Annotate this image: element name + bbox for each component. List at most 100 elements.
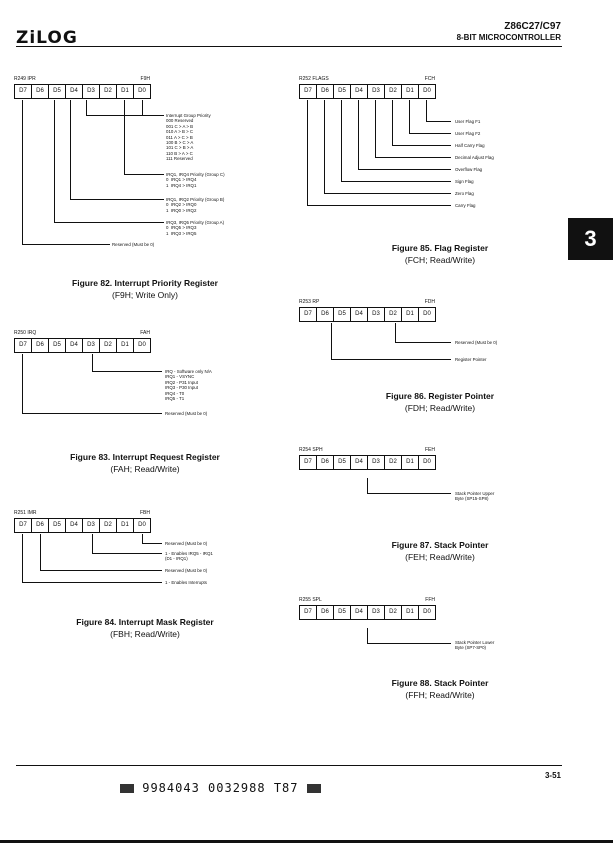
figure-84-subtitle: (FBH; Read/Write) <box>110 629 180 639</box>
imr-reserved2-label: Reserved (Must be 0) <box>165 568 208 573</box>
figure-88-subtitle: (FFH; Read/Write) <box>405 690 475 700</box>
bit-cell-d0: D0 <box>138 522 146 528</box>
figure-86-subtitle: (FDH; Read/Write) <box>404 403 476 413</box>
figure-83-title: Figure 83. Interrupt Request Register <box>70 452 220 462</box>
register-address: FBH <box>140 510 150 516</box>
irq-sources-label: IRQ - Software only N/A IRQ1 - VSYNC IRQ… <box>165 369 212 402</box>
rp-pointer-label: Register Pointer <box>455 357 487 362</box>
sph-label: Stack Pointer Upper Byte (SP15-SP8) <box>455 491 495 502</box>
page-number: 3-51 <box>544 771 561 780</box>
bit-cell-d3: D3 <box>368 308 385 321</box>
bit-cell-d0: D0 <box>423 459 431 465</box>
figure-82-subtitle: (F9H; Write Only) <box>112 290 178 300</box>
barcode-mark-icon <box>306 784 321 793</box>
flag-label: Carry Flag <box>455 203 476 208</box>
zilog-logo: ZiLOG <box>16 28 78 48</box>
bit-cell-d7: D7 <box>15 339 32 352</box>
bit-cell-d6: D6 <box>317 456 334 469</box>
bit-cell-d0: D0 <box>138 88 146 94</box>
register-name: R252 FLAGS <box>299 76 329 82</box>
ipr-group-b-label: IRQ1, IRQ2 Priority (Group B) 0 IRQ2 > I… <box>166 197 225 213</box>
figure-88-title: Figure 88. Stack Pointer <box>391 678 489 688</box>
bit-cell-d2: D2 <box>385 308 402 321</box>
bit-cell-d0: D0 <box>423 88 431 94</box>
bit-cell-d7: D7 <box>300 606 317 619</box>
bit-cell-d7: D7 <box>300 85 317 98</box>
part-subtitle: 8-BIT MICROCONTROLLER <box>456 33 561 42</box>
bit-cell-d0: D0 <box>423 609 431 615</box>
irq-reserved-label: Reserved (Must be 0) <box>165 411 208 416</box>
figure-82-title: Figure 82. Interrupt Priority Register <box>72 278 218 288</box>
spl-label: Stack Pointer Lower Byte (SP7-SP0) <box>455 640 495 651</box>
bit-cell-d5: D5 <box>334 85 351 98</box>
bit-cell-d6: D6 <box>317 85 334 98</box>
rp-reserved-label: Reserved (Must be 0) <box>455 340 498 345</box>
register-name: R254 SPH <box>299 447 323 453</box>
header-part-info: Z86C27/C97 8-BIT MICROCONTROLLER <box>457 21 561 43</box>
bit-cell-d6: D6 <box>317 308 334 321</box>
register-address: FEH <box>425 447 435 453</box>
barcode-line: 9984043 0032988 T87 <box>120 781 321 795</box>
bit-cell-d7: D7 <box>15 519 32 532</box>
ipr-reserved-label: Reserved (Must be 0) <box>112 242 155 247</box>
bit-cell-d2: D2 <box>385 85 402 98</box>
bit-cell-d1: D1 <box>402 308 419 321</box>
ipr-group-priority-label: Interrupt Group Priority 000 Reserved 00… <box>166 113 211 162</box>
bit-cell-d5: D5 <box>49 339 66 352</box>
bit-cell-d1: D1 <box>402 85 419 98</box>
part-number: Z86C27/C97 <box>504 21 561 32</box>
bit-cell-d3: D3 <box>83 339 100 352</box>
bit-cell-d5: D5 <box>334 308 351 321</box>
bit-cell-d4: D4 <box>351 85 368 98</box>
barcode-mark-icon <box>120 784 134 793</box>
figure-85-title: Figure 85. Flag Register <box>391 243 489 253</box>
bit-cell-d4: D4 <box>351 606 368 619</box>
register-name: R255 SPL <box>299 597 322 603</box>
figure-87-subtitle: (FEH; Read/Write) <box>405 552 475 562</box>
bit-cell-d5: D5 <box>49 85 66 98</box>
bit-cell-d3: D3 <box>368 456 385 469</box>
bit-cell-d1: D1 <box>117 519 134 532</box>
bit-cell-d0: D0 <box>138 342 146 348</box>
flag-label: Sign Flag <box>455 179 474 184</box>
bit-cell-d3: D3 <box>83 85 100 98</box>
bit-cell-d4: D4 <box>66 85 83 98</box>
flag-label: User Flag F2 <box>455 131 481 136</box>
footer-rule <box>16 765 562 766</box>
flag-label: Half Carry Flag <box>455 143 485 148</box>
figure-84-title: Figure 84. Interrupt Mask Register <box>76 617 214 627</box>
bit-cell-d1: D1 <box>402 456 419 469</box>
flag-label: Decimal Adjust Flag <box>455 155 494 160</box>
imr-enables-label: 1 - Enables IRQ5 - IRQ1 (D1 - IRQ1) <box>165 551 213 562</box>
bit-cell-d7: D7 <box>15 85 32 98</box>
bit-cell-d2: D2 <box>100 519 117 532</box>
imr-enable-interrupts-label: 1 - Enables Interrupts <box>165 580 207 585</box>
figure-87-title: Figure 87. Stack Pointer <box>391 540 489 550</box>
bit-cell-d3: D3 <box>368 606 385 619</box>
bit-cell-d7: D7 <box>300 456 317 469</box>
register-address: FCH <box>424 76 435 82</box>
bit-cell-d1: D1 <box>402 606 419 619</box>
bit-cell-d4: D4 <box>66 339 83 352</box>
header-rule <box>16 46 562 47</box>
bit-cell-d5: D5 <box>49 519 66 532</box>
register-name: R253 RP <box>299 299 320 305</box>
bit-cell-d4: D4 <box>351 456 368 469</box>
flag-label: User Flag F1 <box>455 119 481 124</box>
bit-cell-d0: D0 <box>423 311 431 317</box>
register-address: FFH <box>425 597 435 603</box>
flag-label: Overflow Flag <box>455 167 483 172</box>
ipr-group-a-label: IRQ3, IRQ5 Priority (Group A) 0 IRQ5 > I… <box>166 220 225 236</box>
bit-cell-d3: D3 <box>83 519 100 532</box>
bit-cell-d6: D6 <box>32 519 49 532</box>
register-name: R251 IMR <box>14 510 37 516</box>
barcode-text: 9984043 0032988 T87 <box>142 781 299 795</box>
register-name: R250 IRQ <box>14 330 37 336</box>
bit-cell-d1: D1 <box>117 339 134 352</box>
